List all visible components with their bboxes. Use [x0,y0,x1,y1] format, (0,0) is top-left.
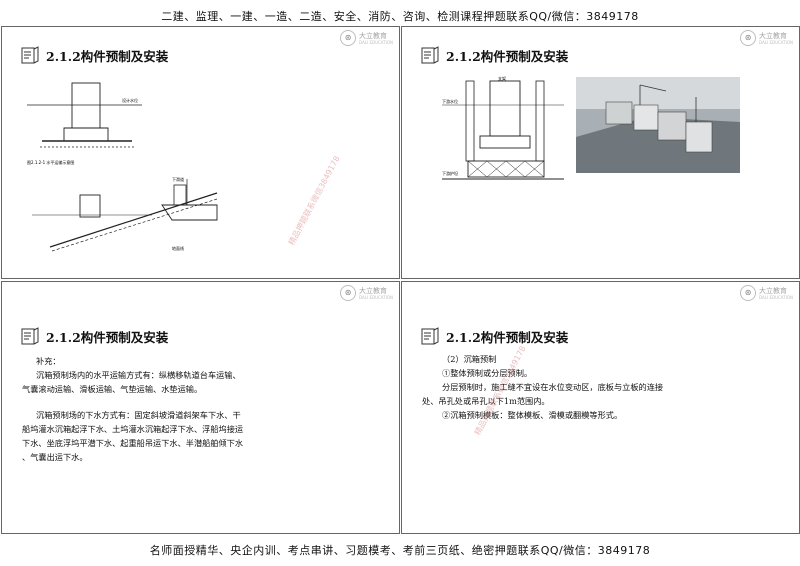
slide-title-row: 2.1.2构件预制及安装 [20,326,168,346]
slide-title: 2.1.2构件预制及安装 [446,48,569,64]
top-banner: 二建、监理、一建、一造、二造、安全、消防、咨询、检测课程押题联系QQ/微信：38… [161,10,639,23]
logo-sub: DALI EDUCATION [359,39,393,45]
floating-dock-diagram: 支架 下游水位 下游护坦 [442,75,564,180]
frame-label: 支架 [498,75,506,81]
slide-title: 2.1.2构件预制及安装 [446,329,569,345]
slipway-label: 下滑道 [172,176,184,182]
logo-name: 大立教育 [759,286,788,295]
water-level-label: 设计水位 [122,97,138,103]
body-line: 下水、坐底浮坞平潜下水、起重船吊运下水、半潜船舶倾下水 [22,438,244,448]
body-line: （2）沉箱预制 [442,354,497,364]
logo-mark-icon: ⊛ [340,285,357,301]
slide-body: （2）沉箱预制 ①整体预制或分层预制。 分层预制时，施工缝不宜设在水位变动区，底… [422,352,663,422]
figure-caption: 图2.1.2-1 水平运输示意图 [27,159,74,165]
logo-name: 大立教育 [359,31,388,40]
slide-title-row: 2.1.2构件预制及安装 [420,45,568,65]
water-level-label: 下游水位 [442,98,458,104]
logo-name: 大立教育 [759,31,788,40]
transport-diagram: 图2.1.2-1 水平运输示意图 设计水位 下滑道 地面线 [27,82,218,252]
body-line: 处、吊孔处或吊孔以下1m范围内。 [422,396,550,406]
ground-label: 地面线 [172,245,184,251]
logo-sub: DALI EDUCATION [359,294,393,300]
body-line: 、气囊出运下水。 [22,452,88,462]
slide-title-row: 2.1.2构件预制及安装 [420,326,568,346]
slide-title: 2.1.2构件预制及安装 [46,48,169,64]
logo-mark-icon: ⊛ [340,30,357,46]
watermark: 精品押题联系微信3849178 [286,154,342,247]
logo-sub: DALI EDUCATION [759,39,793,45]
slide-title-row: 2.1.2构件预制及安装 [20,45,168,65]
document-icon [21,46,39,64]
body-line: 分层预制时，施工缝不宜设在水位变动区，底板与立板的连接 [442,382,664,392]
base-label: 下游护坦 [442,170,458,176]
logo-name: 大立教育 [359,286,388,295]
body-line: 沉箱预制场内的水平运输方式有：纵横移轨道台车运输、 [36,370,241,380]
body-line: 补充： [36,356,61,366]
body-line: 气囊滚动运输、滑板运输、气垫运输、水垫运输。 [22,384,203,394]
body-line: 沉箱预制场的下水方式有：固定斜坡滑道斜架车下水、干 [36,410,241,420]
body-line: ①整体预制或分层预制。 [442,368,533,378]
document-icon [421,327,439,345]
caisson-yard-photo [576,77,740,173]
body-line: ②沉箱预制模板：整体模板、滑模或翻模等形式。 [442,410,623,420]
slide-body: 补充： 沉箱预制场内的水平运输方式有：纵横移轨道台车运输、 气囊滚动运输、滑板运… [22,354,243,464]
body-line: 船坞灌水沉箱起浮下水、土坞灌水沉箱起浮下水、浮船坞接运 [22,424,244,434]
slide-title: 2.1.2构件预制及安装 [46,329,169,345]
document-icon [421,46,439,64]
logo-sub: DALI EDUCATION [759,294,793,300]
document-icon [21,327,39,345]
bottom-banner: 名师面授精华、央企内训、考点串讲、习题模考、考前三页纸、绝密押题联系QQ/微信：… [149,544,651,557]
logo-mark-icon: ⊛ [740,30,757,46]
logo-mark-icon: ⊛ [740,285,757,301]
